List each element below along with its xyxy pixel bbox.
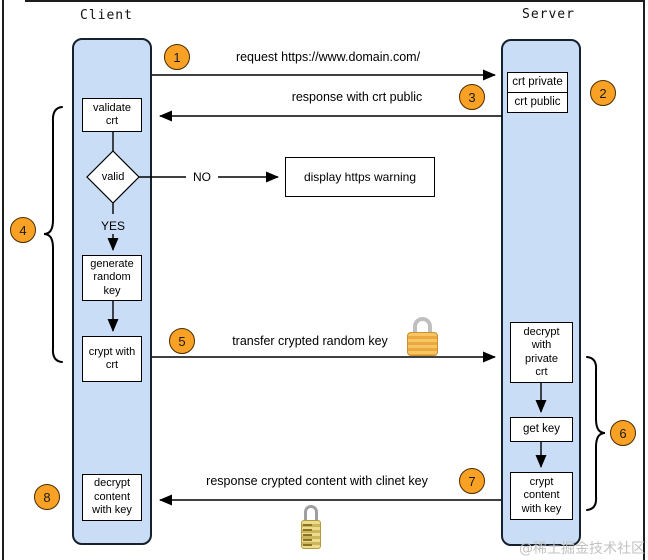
response-public-message-label: response with crt public <box>291 90 423 104</box>
screen-edge-top <box>25 0 645 2</box>
response-content-message-label: response crypted content with clinet key <box>206 474 428 488</box>
step-4-badge: 4 <box>10 217 36 243</box>
step-8-badge: 8 <box>34 484 60 510</box>
step-7-badge: 7 <box>459 468 485 494</box>
decrypt-content-box: decrypt content with key <box>82 474 142 521</box>
screen-edge-right <box>643 0 645 560</box>
padlock-shackle <box>413 317 432 337</box>
decrypt-with-private-crt-box: decrypt with private crt <box>510 322 573 383</box>
validate-crt-box: validate crt <box>82 98 142 132</box>
combination-lock-icon <box>300 505 323 551</box>
get-key-box: get key <box>510 417 573 442</box>
display-https-warning-box: display https warning <box>285 157 435 197</box>
transfer-key-message-label: transfer crypted random key <box>232 334 388 348</box>
server-lane-title: Server <box>522 7 575 22</box>
combination-lock-dials <box>303 524 312 546</box>
client-steps-brace <box>43 106 63 363</box>
yes-branch-label: YES <box>100 219 126 233</box>
combination-lock-shackle <box>304 505 318 525</box>
crt-public-box: crt public <box>507 92 568 113</box>
step-6-badge: 6 <box>610 420 636 446</box>
crypt-with-crt-box: crypt with crt <box>82 336 142 382</box>
server-steps-brace <box>586 356 606 511</box>
padlock-icon <box>407 317 439 357</box>
step-3-badge: 3 <box>459 84 485 110</box>
valid-decision-label: valid <box>101 171 125 183</box>
step-2-badge: 2 <box>590 80 616 106</box>
no-branch-label: NO <box>186 170 218 184</box>
request-message-label: request https://www.domain.com/ <box>235 50 421 64</box>
watermark: @稀土掘金技术社区 <box>519 541 645 557</box>
generate-random-key-box: generate random key <box>82 255 142 301</box>
valid-decision-diamond <box>86 150 140 204</box>
step-1-badge: 1 <box>164 44 190 70</box>
crt-private-box: crt private <box>507 72 568 93</box>
crypt-content-with-key-box: crypt content with key <box>510 472 573 520</box>
screen-edge-left <box>2 0 4 560</box>
step-5-badge: 5 <box>169 328 195 354</box>
padlock-body <box>407 332 438 356</box>
client-lane-title: Client <box>80 8 133 23</box>
